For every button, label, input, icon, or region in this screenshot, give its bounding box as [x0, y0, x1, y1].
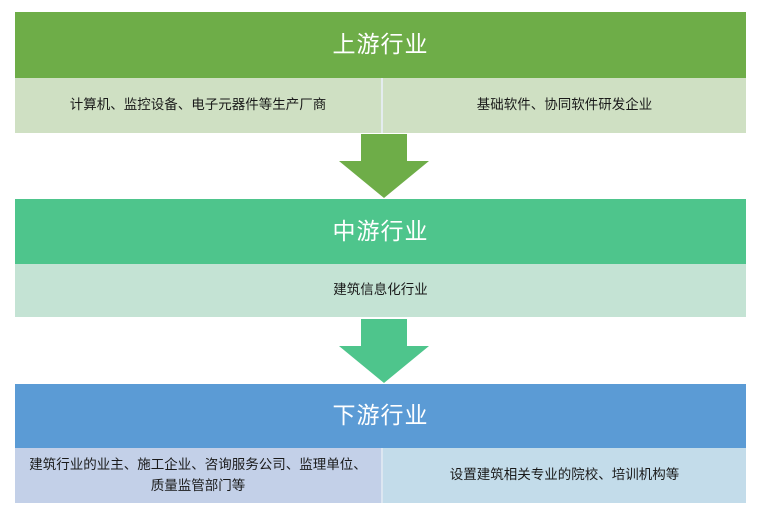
- tier-midstream-body: 建筑信息化行业: [15, 264, 746, 317]
- tier-upstream-cell-software: 基础软件、协同软件研发企业: [383, 78, 746, 133]
- tier-upstream: 上游行业 计算机、监控设备、电子元器件等生产厂商 基础软件、协同软件研发企业: [15, 12, 746, 133]
- tier-upstream-cell-hardware-text: 计算机、监控设备、电子元器件等生产厂商: [69, 97, 327, 113]
- tier-downstream-header: 下游行业: [15, 384, 746, 448]
- tier-midstream: 中游行业 建筑信息化行业: [15, 199, 746, 317]
- tier-downstream: 下游行业 建筑行业的业主、施工企业、咨询服务公司、监理单位、质量监管部门等 设置…: [15, 384, 746, 503]
- arrow-down-icon-upstream-to-midstream: [339, 134, 429, 198]
- tier-downstream-cell-education-text: 设置建筑相关专业的院校、培训机构等: [449, 467, 680, 483]
- tier-upstream-cell-hardware: 计算机、监控设备、电子元器件等生产厂商: [15, 78, 383, 133]
- tier-downstream-title: 下游行业: [332, 402, 429, 429]
- tier-upstream-header: 上游行业: [15, 12, 746, 78]
- tier-midstream-cell-main-text: 建筑信息化行业: [333, 282, 428, 298]
- tier-upstream-cell-software-text: 基础软件、协同软件研发企业: [476, 97, 653, 113]
- tier-midstream-cell-main: 建筑信息化行业: [15, 264, 746, 317]
- tier-midstream-header: 中游行业: [15, 199, 746, 264]
- tier-upstream-title: 上游行业: [332, 31, 429, 58]
- tier-downstream-cell-construction-text: 建筑行业的业主、施工企业、咨询服务公司、监理单位、质量监管部门等: [29, 456, 367, 493]
- tier-downstream-body: 建筑行业的业主、施工企业、咨询服务公司、监理单位、质量监管部门等 设置建筑相关专…: [15, 448, 746, 503]
- arrow-down-icon-midstream-to-downstream: [339, 319, 429, 383]
- tier-downstream-cell-construction: 建筑行业的业主、施工企业、咨询服务公司、监理单位、质量监管部门等: [15, 448, 383, 503]
- tier-midstream-title: 中游行业: [332, 217, 429, 244]
- tier-downstream-cell-education: 设置建筑相关专业的院校、培训机构等: [383, 448, 746, 503]
- tier-upstream-body: 计算机、监控设备、电子元器件等生产厂商 基础软件、协同软件研发企业: [15, 78, 746, 133]
